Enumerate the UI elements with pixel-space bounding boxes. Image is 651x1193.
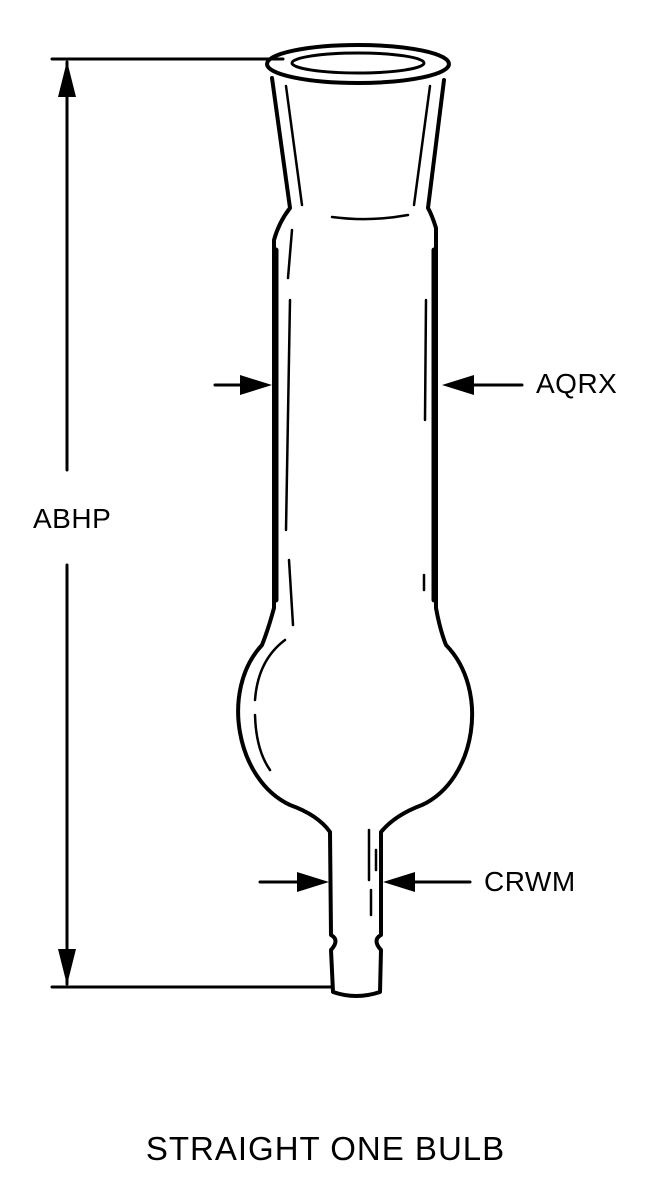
tube-outline bbox=[236, 43, 475, 998]
arrowhead-right-icon bbox=[240, 375, 272, 395]
arrowhead-left-icon bbox=[442, 375, 474, 395]
arrowhead-right-icon bbox=[297, 872, 329, 892]
body-diameter-dimension bbox=[213, 375, 524, 395]
stem-diameter-dimension bbox=[258, 872, 472, 892]
tube-lip-inner bbox=[290, 51, 426, 75]
arrowhead-left-icon bbox=[383, 872, 415, 892]
stem-inner-right bbox=[367, 828, 378, 917]
height-dimension bbox=[50, 57, 335, 989]
arrowhead-up-icon bbox=[58, 61, 76, 97]
drawing-caption: STRAIGHT ONE BULB bbox=[145, 1130, 506, 1167]
arrowhead-down-icon bbox=[58, 949, 76, 985]
aqrx-label: AQRX bbox=[536, 368, 618, 399]
neck-shoulder-curve bbox=[330, 213, 410, 221]
crwm-label: CRWM bbox=[484, 866, 576, 897]
tube-body-outline bbox=[236, 76, 475, 998]
neck-inner-left bbox=[284, 84, 304, 207]
abhp-label: ABHP bbox=[33, 503, 112, 534]
bulb-inner-left bbox=[253, 638, 287, 772]
neck-inner-right bbox=[412, 84, 432, 207]
tube-lip-outer bbox=[265, 43, 451, 85]
body-inner-right bbox=[422, 298, 428, 592]
body-inner-left bbox=[284, 228, 295, 627]
